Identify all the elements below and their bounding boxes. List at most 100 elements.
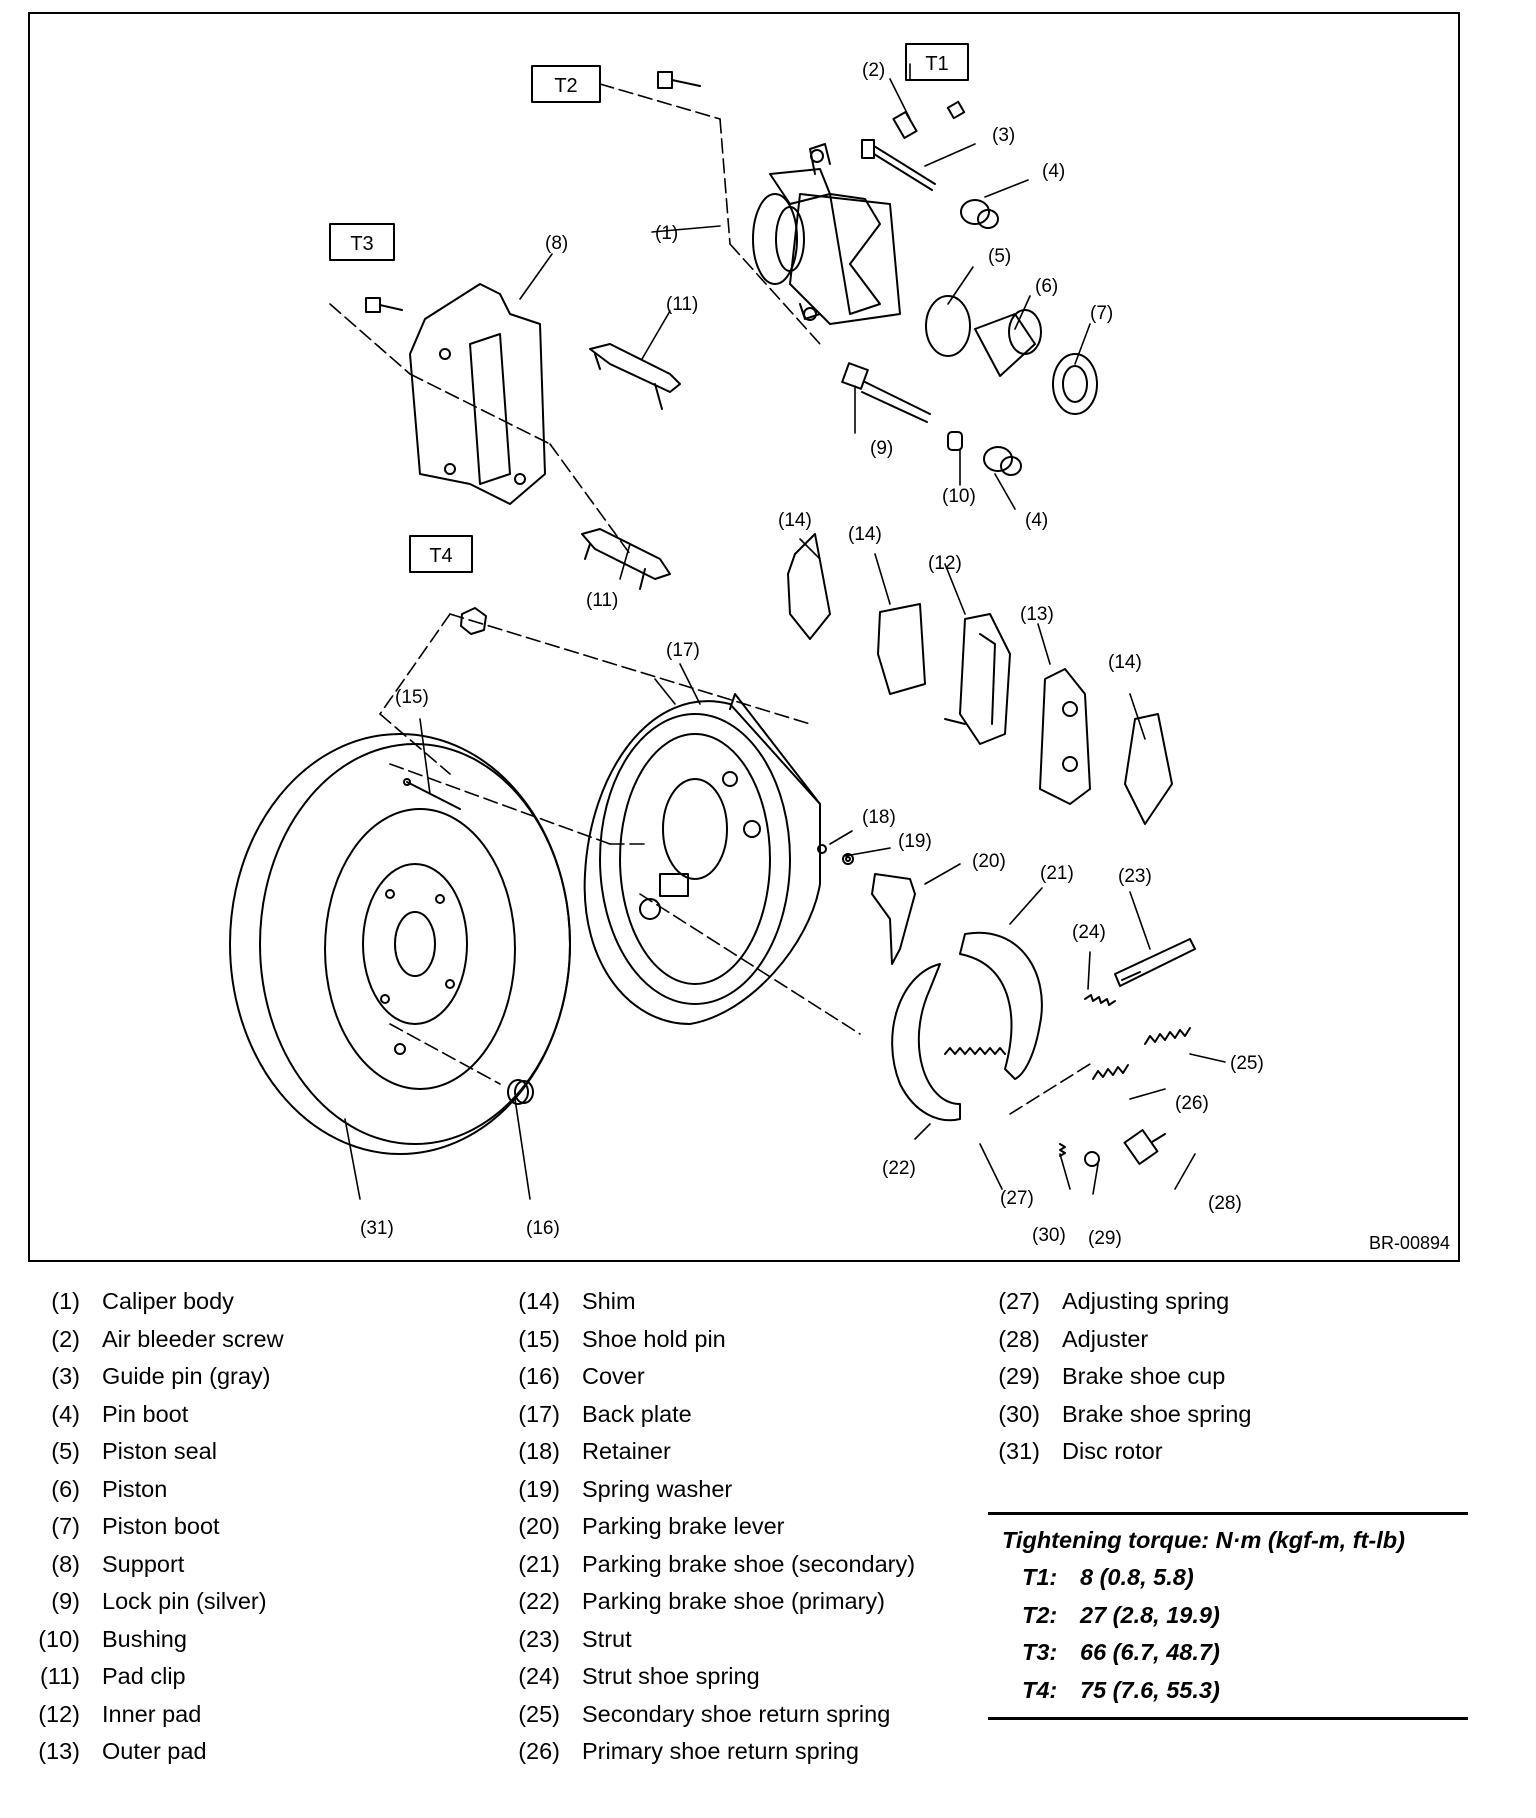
parking-brake-lever-drawing	[871, 873, 916, 965]
legend-label: Retainer	[582, 1438, 671, 1464]
support-drawing	[409, 283, 546, 505]
legend-number: (17)	[518, 1400, 560, 1427]
torque-row: T1:8 (0.8, 5.8)	[988, 1559, 1468, 1597]
legend-label: Pin boot	[102, 1400, 189, 1427]
guide-pin-drawing	[861, 139, 936, 191]
legend-label: Strut	[582, 1625, 632, 1652]
assembly-lines	[329, 83, 1091, 1115]
legend-label: Brake shoe cup	[1062, 1363, 1226, 1389]
callout-29: (29)	[1088, 1228, 1122, 1249]
torque-row: T3:66 (6.7, 48.7)	[988, 1634, 1468, 1672]
legend-number: (28)	[998, 1325, 1040, 1352]
callout-30: (30)	[1032, 1225, 1066, 1246]
legend-number: (16)	[518, 1363, 560, 1389]
strut-drawing	[1114, 938, 1196, 987]
legend-label: Parking brake shoe (secondary)	[582, 1550, 916, 1577]
legend-number: (11)	[39, 1663, 80, 1689]
torque-row: T2:27 (2.8, 19.9)	[988, 1597, 1468, 1635]
callout-26: (26)	[1175, 1093, 1209, 1114]
legend-number: (30)	[998, 1400, 1040, 1427]
legend-number: (7)	[51, 1513, 80, 1539]
legend-number: (2)	[51, 1325, 80, 1352]
legend-label: Inner pad	[102, 1700, 202, 1727]
legend-number: (25)	[518, 1700, 560, 1727]
legend-number: (19)	[518, 1475, 560, 1502]
legend-label: Guide pin (gray)	[102, 1363, 271, 1389]
callout-25: (25)	[1230, 1053, 1264, 1074]
t4-box	[409, 535, 473, 573]
legend-label: Secondary shoe return spring	[582, 1700, 891, 1727]
adjuster-drawing	[1123, 1129, 1166, 1165]
torque-key: T2:	[1022, 1601, 1058, 1628]
torque-value: 75 (7.6, 55.3)	[1080, 1676, 1220, 1703]
strut-shoe-spring-drawing	[1084, 994, 1116, 1006]
legend-number: (1)	[51, 1288, 80, 1314]
legend-number: (5)	[51, 1438, 80, 1464]
legend-label: Piston seal	[102, 1438, 217, 1464]
callout-16: (16)	[526, 1218, 560, 1239]
pad-clip-drawing	[581, 343, 681, 590]
exploded-view-drawing: T2 T1 T3 T4 (1) (2) (3) (4) (5) (6) (7) …	[229, 43, 1264, 1249]
legend-number: (24)	[518, 1663, 560, 1689]
callout-13: (13)	[1020, 604, 1054, 625]
legend-number: (15)	[518, 1325, 560, 1352]
legend-number: (26)	[518, 1738, 560, 1764]
legend-label: Back plate	[582, 1400, 692, 1427]
legend-number: (3)	[51, 1363, 80, 1389]
parking-brake-shoe-secondary-drawing	[959, 931, 1043, 1080]
air-bleeder-screw-drawing	[892, 100, 966, 140]
legend-label: Bushing	[102, 1625, 187, 1652]
caliper-body-drawing	[752, 143, 901, 325]
legend-label: Disc rotor	[1062, 1438, 1163, 1464]
callout-9: (9)	[870, 438, 893, 459]
legend-label: Strut shoe spring	[582, 1663, 760, 1689]
torque-title: Tightening torque: N·m (kgf-m, ft-lb)	[1002, 1527, 1405, 1553]
legend-label: Spring washer	[582, 1475, 733, 1502]
secondary-shoe-return-spring-drawing	[1144, 1027, 1191, 1045]
callout-4-top: (4)	[1042, 161, 1065, 182]
callout-14-mid: (14)	[848, 524, 882, 545]
legend-number: (29)	[998, 1363, 1040, 1389]
pin-boot-drawing	[960, 199, 1022, 476]
back-plate-drawing	[583, 693, 821, 1025]
legend-number: (14)	[518, 1288, 560, 1314]
legend-label: Adjusting spring	[1062, 1288, 1230, 1314]
torque-key: T1:	[1022, 1564, 1058, 1590]
callout-1: (1)	[655, 223, 678, 244]
legend-label: Shim	[582, 1288, 636, 1314]
callout-28: (28)	[1208, 1193, 1242, 1214]
cover-drawing	[507, 1079, 534, 1105]
legend-number: (31)	[998, 1438, 1040, 1464]
legend-label: Piston	[102, 1475, 168, 1502]
legend-label: Cover	[582, 1363, 645, 1389]
figure-code: BR-00894	[1368, 1233, 1450, 1253]
torque-key: T4:	[1022, 1676, 1058, 1703]
legend-number: (12)	[38, 1700, 80, 1727]
legend-label: Shoe hold pin	[582, 1325, 726, 1352]
parking-brake-shoe-primary-drawing	[891, 963, 961, 1122]
legend-number: (9)	[51, 1588, 80, 1614]
adjusting-spring-drawing	[944, 1047, 1006, 1055]
lock-pin-drawing	[841, 362, 931, 423]
callout-2: (2)	[862, 60, 885, 81]
legend-number: (13)	[38, 1738, 80, 1764]
legend-label: Piston boot	[102, 1513, 220, 1539]
torque-row: T4: 75 (7.6, 55.3)	[988, 1672, 1468, 1710]
legend-number: (21)	[518, 1550, 560, 1577]
retainer-and-washer-drawing	[817, 844, 854, 865]
outer-pad-drawing	[1039, 668, 1091, 805]
callout-3: (3)	[992, 125, 1015, 146]
callout-5: (5)	[988, 246, 1011, 267]
t3-tag: T3	[350, 233, 373, 255]
torque-tag-boxes	[329, 43, 969, 573]
t2-tag: T2	[554, 75, 577, 97]
torque-value: 66 (6.7, 48.7)	[1080, 1639, 1220, 1665]
callout-8: (8)	[545, 233, 568, 254]
legend-label: Parking brake lever	[582, 1513, 785, 1539]
legend-label: Caliper body	[102, 1288, 234, 1314]
callout-18: (18)	[862, 807, 896, 828]
legend-label: Outer pad	[102, 1738, 207, 1764]
t2-bolt-drawing	[657, 71, 701, 89]
brake-shoe-cup-and-spring-drawing	[1059, 1143, 1100, 1167]
callout-6: (6)	[1035, 276, 1058, 297]
